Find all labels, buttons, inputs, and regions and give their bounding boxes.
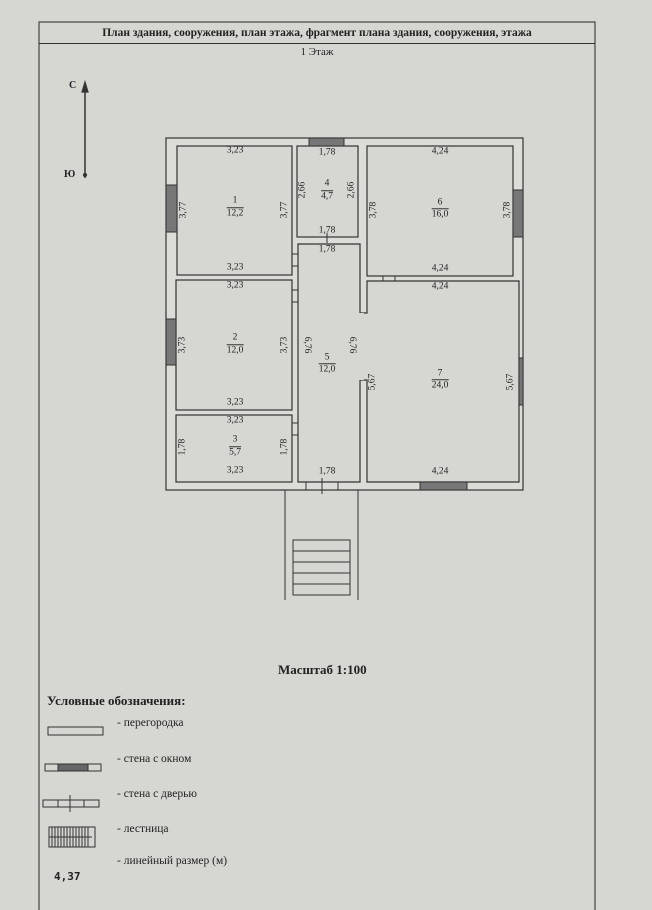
document-frame <box>38 21 596 910</box>
room-2-number: 2 <box>232 332 238 343</box>
room-6-outline <box>366 145 514 277</box>
legend-partition-label: - перегородка <box>117 717 184 729</box>
legend-window-label: - стена с окном <box>117 753 192 765</box>
compass-arrowhead <box>81 79 89 93</box>
room-3-dim-top: 3,23 <box>226 415 244 426</box>
room-3-dim-bottom: 3,23 <box>226 465 244 476</box>
entrance-stairs <box>284 490 359 600</box>
room-7-number: 7 <box>437 368 443 379</box>
compass-north-label: С <box>69 80 77 91</box>
legend-dimension-label: - линейный размер (м) <box>117 855 228 867</box>
room-2-dim-left: 3,73 <box>177 336 188 354</box>
room-1-dim-top: 3,23 <box>226 145 244 156</box>
room-4-dim-right: 2,66 <box>346 181 357 199</box>
room-6-dim-right: 3,78 <box>502 201 513 219</box>
room-6-dim-top: 4,24 <box>431 146 449 157</box>
room-3-dim-right: 1,78 <box>279 438 290 456</box>
legend-door-label: - стена с дверью <box>117 788 197 800</box>
compass-dot <box>82 172 88 178</box>
room-1-outline <box>176 145 293 276</box>
room-1-number: 1 <box>232 195 238 206</box>
room-4-number: 4 <box>324 178 330 189</box>
doors <box>292 233 396 494</box>
room-3-outline <box>175 414 293 483</box>
floor-label: 1 Этаж <box>300 46 334 58</box>
compass-south-label: Ю <box>64 169 76 180</box>
room-3-area: 5,7 <box>229 446 241 458</box>
room-6-dim-left: 3,78 <box>368 201 379 219</box>
room-5-dim-left: 6,76 <box>301 336 312 354</box>
legend-stairs-label: - лестница <box>117 823 169 835</box>
legend-partition-symbol <box>47 726 104 736</box>
room-1-dim-left: 3,77 <box>178 201 189 219</box>
room-2-dim-right: 3,73 <box>279 336 290 354</box>
room-5-number: 5 <box>324 352 330 363</box>
room-2-dim-bottom: 3,23 <box>226 397 244 408</box>
room-5-dim-right: 6,76 <box>346 336 357 354</box>
room-4-dim-top: 1,78 <box>318 147 336 158</box>
legend-door-symbol <box>42 799 100 808</box>
room-4-dim-left: 2,66 <box>297 181 308 199</box>
room-7-dim-bottom: 4,24 <box>431 466 449 477</box>
room-1-dim-bottom: 3,23 <box>226 262 244 273</box>
room-1-area: 12,2 <box>226 207 244 219</box>
room-3-number: 3 <box>232 434 238 445</box>
room-3-dim-left: 1,78 <box>177 438 188 456</box>
legend-title: Условные обозначения: <box>47 693 186 708</box>
document-title: План здания, сооружения, план этажа, фра… <box>39 23 595 44</box>
room-2-area: 12,0 <box>226 344 244 356</box>
room-7-dim-left: 5,67 <box>367 373 378 391</box>
room-1-dim-right: 3,77 <box>279 201 290 219</box>
room-4-outline <box>296 145 359 238</box>
legend-symbols <box>42 726 104 848</box>
room-4-area: 4,7 <box>321 190 333 202</box>
legend-dimension-sample: 4,37 <box>54 870 81 883</box>
room-6-number: 6 <box>437 197 443 208</box>
room-7-dim-right: 5,67 <box>505 373 516 391</box>
scale-label: Масштаб 1:100 <box>278 662 367 677</box>
room-6-dim-bottom: 4,24 <box>431 263 449 274</box>
room-4-dim-bottom: 1,78 <box>318 225 336 236</box>
room-7-dim-top: 4,24 <box>431 281 449 292</box>
room-2-dim-top: 3,23 <box>226 280 244 291</box>
room-6-area: 16,0 <box>431 208 449 220</box>
windows <box>165 137 524 491</box>
room-7-area: 24,0 <box>431 379 449 391</box>
room-5-area: 12,0 <box>318 363 336 375</box>
room-5-dim-bottom: 1,78 <box>318 466 336 477</box>
room-5-dim-top: 1,78 <box>318 244 336 255</box>
